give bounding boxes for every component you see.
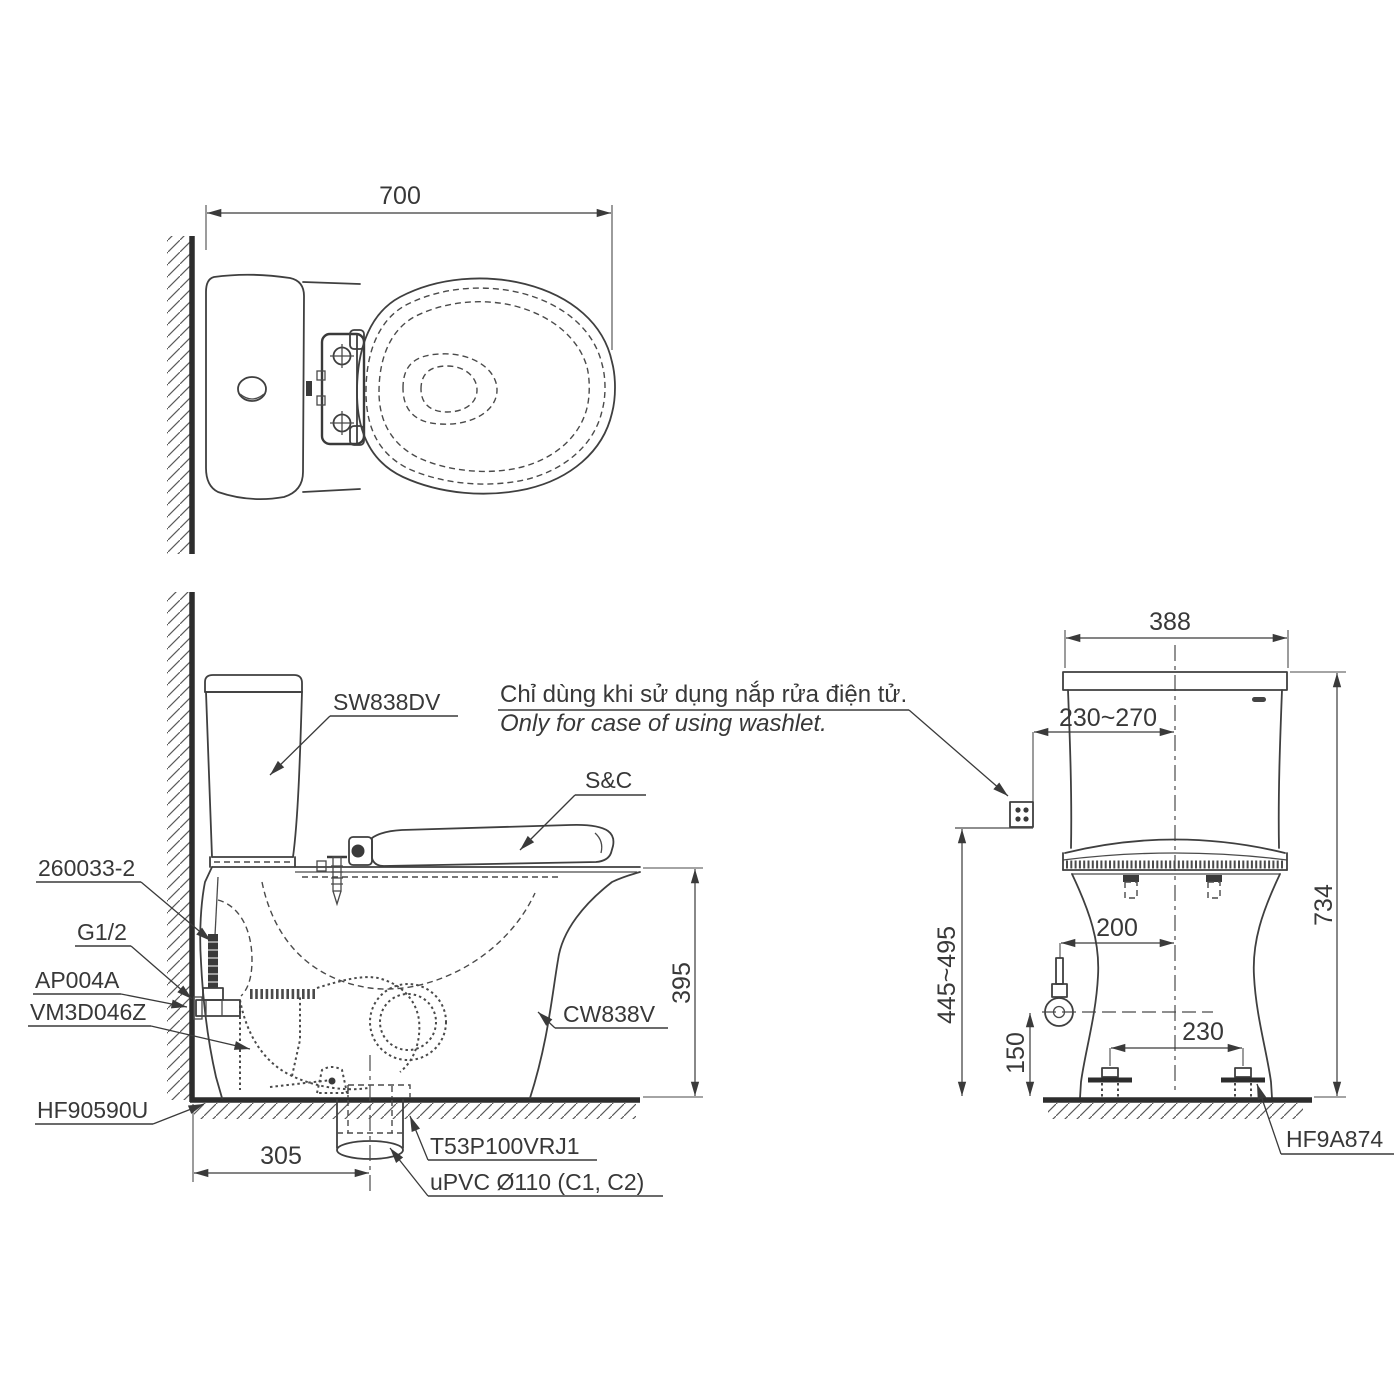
label-hf9a874: HF9A874 — [1256, 1083, 1394, 1155]
label-vm3d046z: VM3D046Z — [28, 999, 251, 1050]
seat-front-view — [1062, 838, 1288, 875]
brand-logo-mark — [1252, 697, 1266, 702]
label-ap004a: AP004A — [33, 967, 188, 1009]
drain-pipe — [336, 1055, 411, 1192]
dim-230-270-text: 230~270 — [1059, 704, 1157, 732]
label-upvc: uPVC Ø110 (C1, C2) — [389, 1147, 663, 1197]
wall-hatch-top-view — [167, 236, 191, 554]
dim-200: 200 — [1059, 914, 1174, 958]
label-sc: S&C — [519, 767, 646, 851]
bowl-edge-top — [302, 281, 361, 285]
floor-bolts-front — [1088, 1067, 1265, 1098]
svg-text:SW838DV: SW838DV — [333, 689, 441, 715]
label-cw838v: CW838V — [537, 1001, 668, 1029]
label-g1-2: G1/2 — [75, 919, 193, 1000]
hinge-plate — [316, 332, 366, 446]
dim-230: 230 — [1109, 1018, 1244, 1066]
seat-bolt — [316, 855, 347, 907]
front-view: 388 230~270 445~495 — [933, 608, 1394, 1155]
side-view: 305 395 SW838DV S&C CW838V 260033-2 — [28, 592, 703, 1197]
note-leader — [908, 709, 1009, 797]
svg-text:T53P100VRJ1: T53P100VRJ1 — [430, 1133, 580, 1159]
svg-text:VM3D046Z: VM3D046Z — [30, 999, 146, 1025]
supply-assembly — [193, 934, 241, 1020]
svg-text:260033-2: 260033-2 — [38, 855, 135, 881]
svg-text:uPVC Ø110 (C1, C2): uPVC Ø110 (C1, C2) — [430, 1169, 644, 1195]
hinge-tab — [306, 381, 312, 396]
floor-bolt-cap — [315, 1066, 349, 1094]
dim-734-text: 734 — [1310, 884, 1338, 926]
tank-front-view — [1062, 671, 1288, 849]
flush-button-detail — [239, 393, 265, 400]
svg-text:CW838V: CW838V — [563, 1001, 656, 1027]
label-t53p100vrj1: T53P100VRJ1 — [409, 1115, 597, 1161]
shutoff-valve — [1044, 957, 1074, 1027]
dim-445-495-text: 445~495 — [933, 926, 961, 1024]
bowl-front-view — [1071, 873, 1281, 1099]
top-view: 700 — [167, 182, 616, 554]
bowl-side-view — [199, 866, 641, 1099]
seat-outer-outline — [356, 277, 616, 495]
washlet-note: Chỉ dùng khi sử dụng nắp rửa điện tử. On… — [498, 681, 1009, 797]
seat-top-view — [349, 277, 616, 495]
dim-734: 734 — [1290, 671, 1346, 1098]
water-surface-dashed-inner — [420, 365, 478, 413]
floor-hatch-front-view — [1048, 1103, 1303, 1119]
dim-230-270: 230~270 — [1032, 704, 1174, 802]
dim-150: 150 — [1002, 1013, 1035, 1096]
dim-200-text: 200 — [1096, 914, 1138, 942]
bowl-interior-detail — [217, 876, 560, 1098]
dim-150-text: 150 — [1002, 1032, 1030, 1074]
dim-388: 388 — [1064, 608, 1289, 668]
label-260033-2: 260033-2 — [36, 855, 212, 942]
seat-side-view — [348, 823, 615, 867]
dim-395: 395 — [643, 867, 703, 1098]
flush-button — [237, 376, 267, 402]
seat-inner-dashed-1 — [365, 287, 606, 485]
washlet-supply-box — [1009, 801, 1034, 828]
svg-text:HF9A874: HF9A874 — [1286, 1126, 1383, 1152]
seat-inner-dashed-2 — [378, 301, 590, 473]
note-english: Only for case of using washlet. — [500, 710, 827, 737]
dim-395-text: 395 — [668, 962, 696, 1004]
svg-text:G1/2: G1/2 — [77, 919, 127, 945]
bowl-edge-bottom — [302, 488, 361, 493]
label-hf90590u: HF90590U — [35, 1097, 205, 1125]
seat-bolts-front — [1123, 875, 1222, 899]
dim-305: 305 — [192, 1104, 369, 1182]
dim-700: 700 — [205, 182, 613, 350]
tank-lid-top-view — [205, 273, 305, 501]
dim-305-text: 305 — [260, 1142, 302, 1170]
wall-hatch-side-view — [167, 592, 191, 1100]
dim-445-495: 445~495 — [933, 829, 967, 1096]
floor-hatch-side-view — [194, 1103, 636, 1119]
dim-388-text: 388 — [1149, 608, 1191, 636]
dim-230-text: 230 — [1182, 1018, 1224, 1046]
dim-700-text: 700 — [379, 182, 421, 210]
svg-text:HF90590U: HF90590U — [37, 1097, 148, 1123]
tank-side-view — [204, 674, 303, 868]
note-vietnamese: Chỉ dùng khi sử dụng nắp rửa điện tử. — [500, 681, 907, 708]
water-surface-dashed-outer — [402, 353, 498, 425]
svg-text:S&C: S&C — [585, 767, 632, 793]
label-sw838dv: SW838DV — [269, 689, 458, 776]
svg-text:AP004A: AP004A — [35, 967, 120, 993]
